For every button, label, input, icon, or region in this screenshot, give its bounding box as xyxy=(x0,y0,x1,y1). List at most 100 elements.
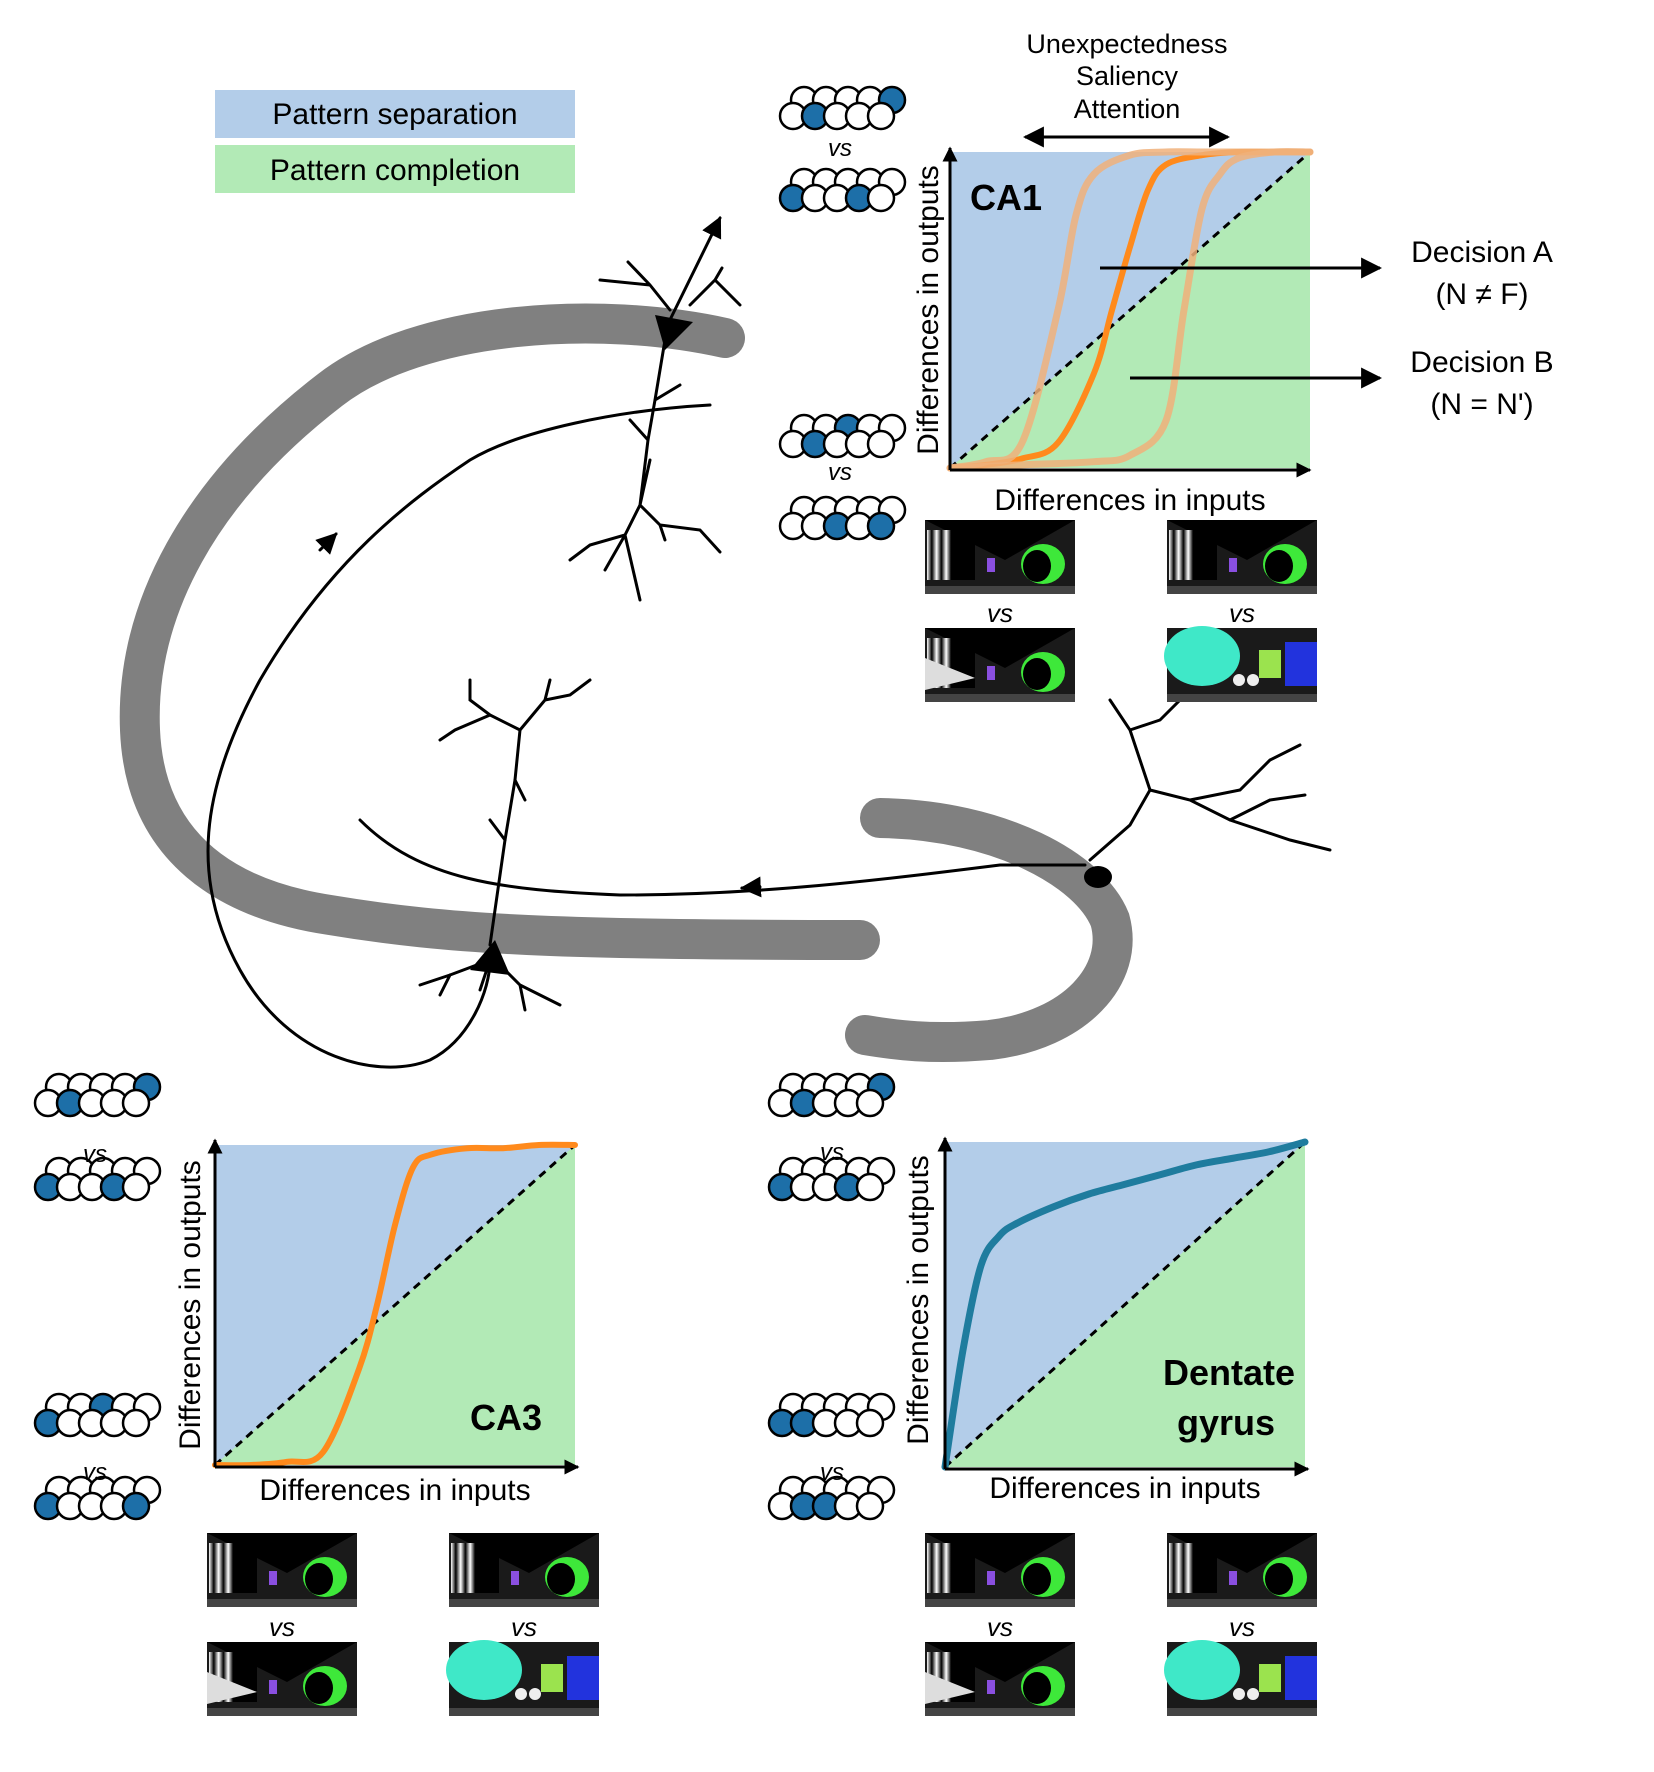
cylinder-hole xyxy=(1023,1672,1051,1704)
ca1-neuron-basal xyxy=(568,338,722,602)
floor xyxy=(1167,586,1317,594)
vs-text: vs xyxy=(83,1459,107,1486)
tree-shape xyxy=(446,1640,522,1700)
vs-text: vs xyxy=(987,1612,1013,1642)
ca-pyramidal-layer xyxy=(119,303,880,960)
neuron-dot xyxy=(855,1088,885,1118)
vr-scene-thumbnail xyxy=(925,520,1075,594)
vr-scene-thumbnail xyxy=(1164,626,1317,702)
cylinder-hole xyxy=(1023,658,1051,690)
purple-block xyxy=(1229,1571,1237,1585)
dg-label-line2: gyrus xyxy=(1177,1402,1275,1443)
blue-wall xyxy=(1285,642,1317,686)
schaffer-arrow xyxy=(315,532,338,555)
legend: Pattern separation Pattern completion xyxy=(215,90,575,193)
neuron-pattern xyxy=(767,1475,896,1521)
neuron-pattern xyxy=(778,495,907,541)
neuron-dot xyxy=(855,1491,885,1521)
curve-series-1 xyxy=(212,1141,578,1469)
neuron-pattern xyxy=(33,1156,162,1202)
curve-series-3 xyxy=(946,148,1314,472)
vs-text: vs xyxy=(511,1612,537,1642)
ca3-dendrites-top xyxy=(438,678,592,842)
striped-wall xyxy=(209,1543,257,1593)
cylinder-hole xyxy=(305,1672,333,1704)
purple-block xyxy=(987,666,995,680)
ca1-soma xyxy=(655,315,693,350)
striped-wall xyxy=(1169,530,1217,580)
ca1-ylabel: Differences in outputs xyxy=(912,165,945,455)
purple-block xyxy=(511,1571,519,1585)
purple-block xyxy=(269,1680,277,1694)
mossy-fiber xyxy=(358,818,1087,897)
neuron-pattern xyxy=(767,1156,896,1202)
decision-a-title: Decision A xyxy=(1411,236,1553,269)
vr-scene-thumbnail xyxy=(207,1642,357,1716)
legend-completion-label: Pattern completion xyxy=(270,154,520,187)
curve-series-2 xyxy=(946,148,1314,472)
diagonal-stripes xyxy=(925,1672,975,1704)
neuron-pattern xyxy=(778,413,907,459)
decision-b-sub: (N = N') xyxy=(1430,388,1533,421)
dentate-gyrus-layer xyxy=(845,798,1133,1063)
thumb-vs-labels: vs vs vs vs vs vs xyxy=(269,598,1255,1642)
vs-text: vs xyxy=(987,598,1013,628)
decision-a-sub: (N ≠ F) xyxy=(1435,278,1528,311)
dg-curves xyxy=(941,1138,1309,1471)
neuron-dot xyxy=(866,183,896,213)
floor xyxy=(449,1599,599,1607)
dg-label-line1: Dentate xyxy=(1163,1352,1295,1393)
cube-shape xyxy=(1259,1664,1281,1692)
cylinder-hole xyxy=(305,1563,333,1595)
ca3-ylabel: Differences in outputs xyxy=(174,1160,207,1450)
legend-separation-label: Pattern separation xyxy=(272,98,517,131)
ca1-xlabel: Differences in inputs xyxy=(994,484,1265,517)
dot-vs-labels: vs vs vs vs vs vs xyxy=(83,135,852,1486)
ca1-curves xyxy=(946,148,1314,472)
ca3-identity-line xyxy=(214,1143,576,1467)
floor xyxy=(925,1708,1075,1716)
neuron-dot xyxy=(855,1172,885,1202)
wheel-shape xyxy=(1247,674,1259,686)
vs-text: vs xyxy=(828,459,852,486)
vr-scene-thumbnail xyxy=(1167,520,1317,594)
neuron-dot xyxy=(866,511,896,541)
neuron-pattern xyxy=(778,167,907,213)
ca3-soma xyxy=(470,940,510,975)
purple-block xyxy=(987,1571,995,1585)
ca3-dendrites-basal xyxy=(418,958,562,1012)
vs-text: vs xyxy=(820,1139,844,1166)
purple-block xyxy=(987,1680,995,1694)
purple-block xyxy=(269,1571,277,1585)
floor xyxy=(1167,1599,1317,1607)
vr-scene-thumbnail xyxy=(449,1533,599,1607)
vr-scene-thumbnail xyxy=(207,1533,357,1607)
striped-wall xyxy=(451,1543,499,1593)
header-attention: Attention xyxy=(1074,94,1181,124)
neuron-dot xyxy=(866,429,896,459)
ca3-panel: CA3 Differences in inputs Differences in… xyxy=(174,1138,580,1507)
dg-identity-line xyxy=(943,1140,1307,1469)
cylinder-hole xyxy=(1265,550,1293,582)
dg-ylabel: Differences in outputs xyxy=(902,1155,935,1445)
legend-separation-swatch xyxy=(215,90,575,138)
vr-scene-thumbnail xyxy=(925,1642,1075,1716)
neuron-dot xyxy=(866,101,896,131)
floor xyxy=(449,1708,599,1716)
cylinder-hole xyxy=(1023,550,1051,582)
vs-text: vs xyxy=(1229,598,1255,628)
decision-b-title: Decision B xyxy=(1410,346,1553,379)
vs-text: vs xyxy=(83,1141,107,1168)
floor xyxy=(1167,1708,1317,1716)
ca3-label: CA3 xyxy=(470,1397,542,1438)
neuron-dot xyxy=(855,1408,885,1438)
hippocampal-pathways xyxy=(119,303,1133,1063)
neural-pattern-comparisons xyxy=(33,85,907,1521)
striped-wall xyxy=(927,1543,975,1593)
blue-wall xyxy=(1285,1656,1317,1700)
neuron-dot xyxy=(121,1408,151,1438)
ca1-neuron-apical xyxy=(663,216,722,332)
cylinder-hole xyxy=(547,1563,575,1595)
schaffer-collateral xyxy=(206,403,712,1069)
